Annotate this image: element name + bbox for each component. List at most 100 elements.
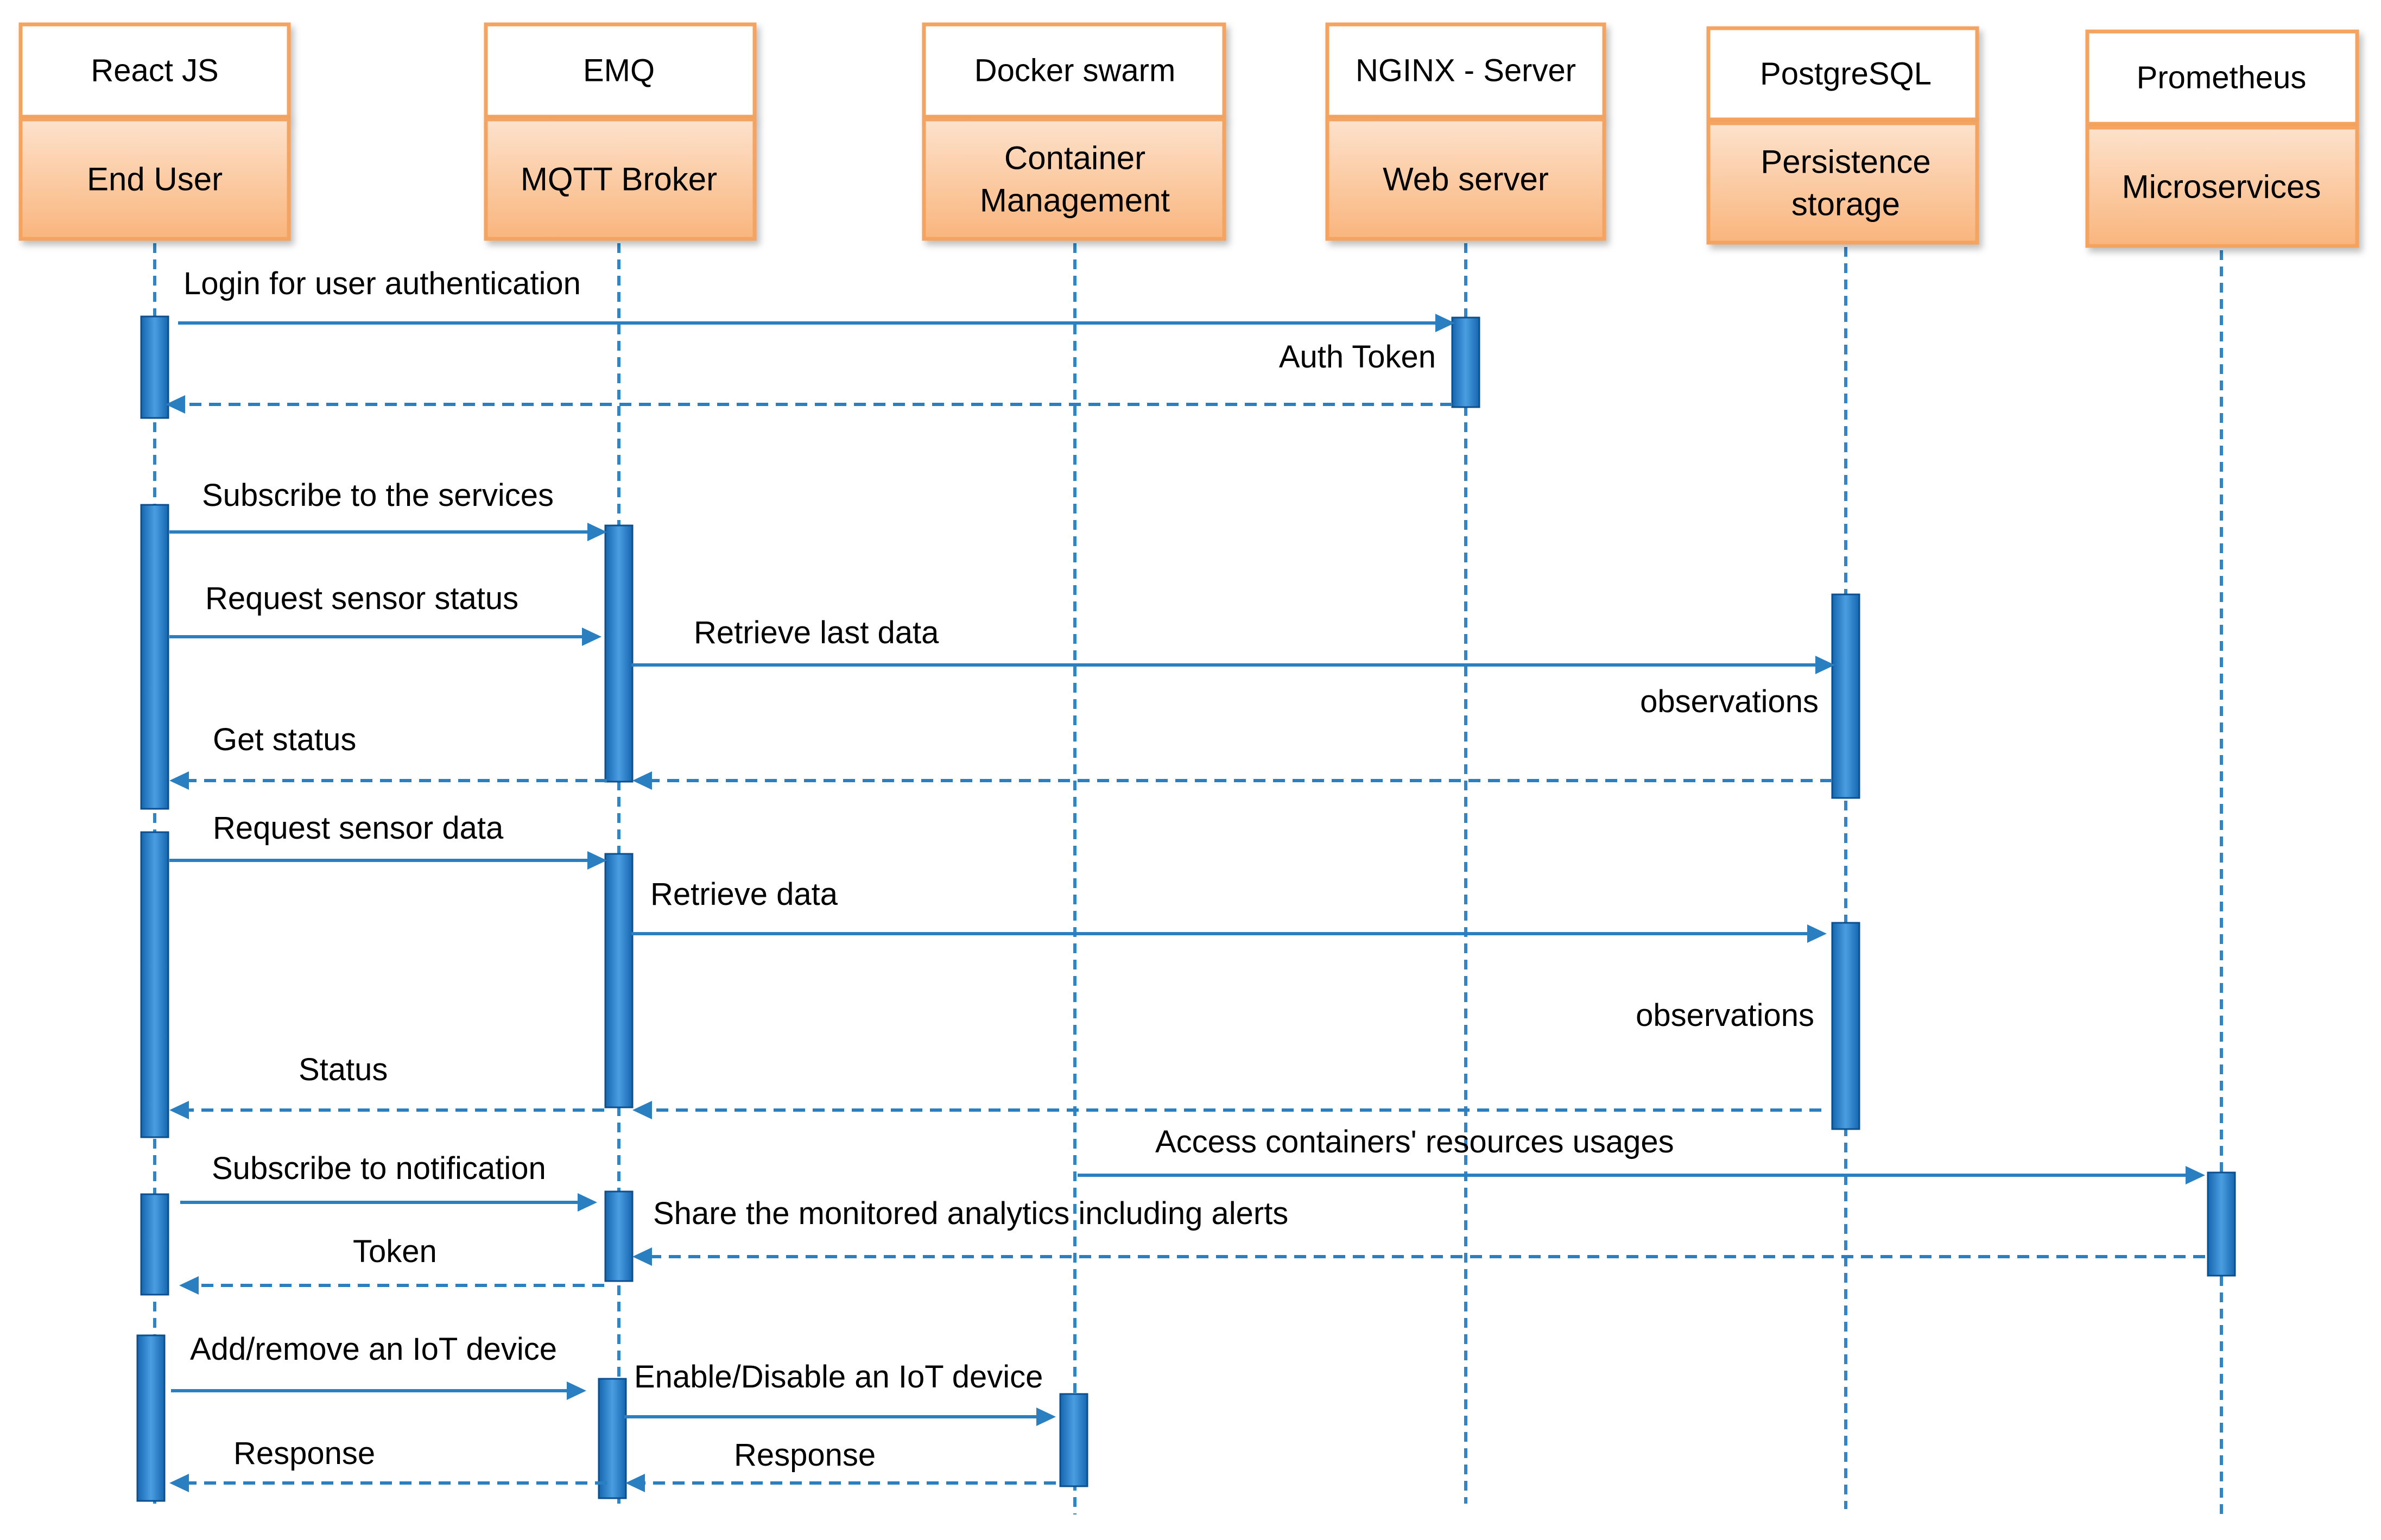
arrow-head	[632, 771, 652, 790]
activation-bar	[598, 1378, 627, 1499]
arrow-head	[567, 1381, 586, 1400]
activation-bar	[136, 1334, 166, 1502]
tech-label: EMQ	[583, 53, 655, 88]
arrow-head	[587, 851, 607, 870]
arrow-head	[166, 395, 185, 414]
arrow-head	[179, 1276, 199, 1295]
arrow-head	[1435, 314, 1455, 332]
message-label: Response	[734, 1437, 876, 1473]
tech-label: PostgreSQL	[1760, 56, 1932, 92]
message-label: Status	[299, 1052, 388, 1087]
message-call: Add/remove an IoT device	[171, 1332, 586, 1400]
role-label: Microservices	[2122, 169, 2321, 205]
message-reply: Response	[625, 1437, 1056, 1492]
activation-bar	[2207, 1171, 2236, 1277]
role-label: Web server	[1383, 161, 1549, 198]
message-reply: Auth Token	[166, 339, 1452, 414]
message-label: Token	[353, 1234, 437, 1269]
role-box	[922, 117, 1226, 241]
tech-box	[922, 22, 1226, 119]
activation-bar	[140, 504, 169, 810]
arrow-head	[1807, 924, 1827, 943]
message-call: Enable/Disable an IoT device	[624, 1359, 1056, 1426]
participant-mqtt_broker: EMQ MQTT Broker	[484, 22, 757, 241]
message-reply: observations	[632, 684, 1832, 790]
message-call: Retrieve data	[631, 877, 1827, 943]
arrow-head	[1036, 1408, 1056, 1426]
message-call: Request sensor data	[169, 810, 607, 870]
message-label: Retrieve data	[650, 877, 838, 912]
message-call: Retrieve last data	[631, 615, 1835, 674]
role-label: Management	[980, 182, 1170, 219]
message-label: Get status	[213, 722, 356, 757]
tech-label: Prometheus	[2137, 60, 2307, 96]
message-call: Subscribe to notification	[180, 1151, 597, 1212]
role-box	[2085, 125, 2359, 248]
message-label: Request sensor data	[213, 810, 504, 846]
tech-box	[2085, 29, 2359, 126]
activation-bar	[604, 524, 634, 783]
tech-box	[1706, 26, 1979, 122]
message-label: Enable/Disable an IoT device	[634, 1359, 1043, 1395]
role-box	[484, 117, 757, 241]
arrow-head	[169, 1101, 189, 1119]
arrow-head	[587, 523, 607, 541]
activation-bar	[1831, 593, 1860, 799]
activation-bar	[140, 315, 169, 419]
activation-bar	[604, 853, 634, 1108]
message-call: Access containers' resources usages	[1078, 1124, 2205, 1184]
tech-label: React JS	[91, 53, 218, 88]
message-label: observations	[1640, 684, 1819, 719]
message-label: observations	[1636, 998, 1814, 1033]
tech-box	[484, 22, 757, 119]
participant-persistence: PostgreSQL Persistence storage	[1706, 26, 1979, 245]
role-label: storage	[1791, 186, 1900, 223]
message-label: Response	[233, 1436, 375, 1471]
role-box	[1706, 121, 1979, 245]
activation-bar	[140, 1193, 169, 1296]
arrow-head	[1815, 656, 1835, 674]
arrow-head	[169, 771, 189, 790]
message-label: Share the monitored analytics including …	[653, 1196, 1288, 1231]
message-label: Subscribe to notification	[212, 1151, 546, 1186]
message-label: Auth Token	[1279, 339, 1436, 375]
message-reply: Token	[179, 1234, 604, 1295]
arrow-head	[582, 628, 601, 646]
message-label: Retrieve last data	[694, 615, 939, 650]
message-label: Add/remove an IoT device	[190, 1332, 557, 1367]
message-label: Request sensor status	[205, 581, 518, 616]
arrow-head	[169, 1474, 189, 1492]
role-box	[1325, 117, 1606, 241]
message-label: Access containers' resources usages	[1155, 1124, 1674, 1159]
message-reply: Share the monitored analytics including …	[632, 1196, 2205, 1266]
role-label: MQTT Broker	[521, 161, 717, 198]
arrow-head	[2186, 1166, 2205, 1184]
tech-box	[18, 22, 291, 119]
activation-bar	[604, 1190, 634, 1282]
role-label: Persistence	[1761, 144, 1930, 180]
participant-end_user: React JS End User	[18, 22, 291, 241]
tech-label: Docker swarm	[974, 53, 1176, 88]
tech-box	[1325, 22, 1606, 119]
activation-bar	[140, 831, 169, 1138]
role-box	[18, 117, 291, 241]
arrow-head	[632, 1247, 652, 1266]
activation-bar	[1059, 1393, 1088, 1487]
message-call: Login for user authentication	[178, 266, 1455, 332]
activation-bar	[1831, 922, 1860, 1130]
message-call: Request sensor status	[169, 581, 601, 646]
arrow-head	[632, 1101, 652, 1119]
arrow-head	[578, 1193, 597, 1212]
role-label: End User	[87, 161, 223, 198]
message-call: Subscribe to the services	[169, 478, 607, 541]
tech-label: NGINX - Server	[1356, 53, 1576, 88]
message-reply: observations	[632, 998, 1821, 1119]
message-label: Subscribe to the services	[202, 478, 554, 513]
message-label: Login for user authentication	[183, 266, 581, 301]
activation-bar	[1451, 316, 1480, 408]
role-label: Container	[1004, 140, 1145, 176]
